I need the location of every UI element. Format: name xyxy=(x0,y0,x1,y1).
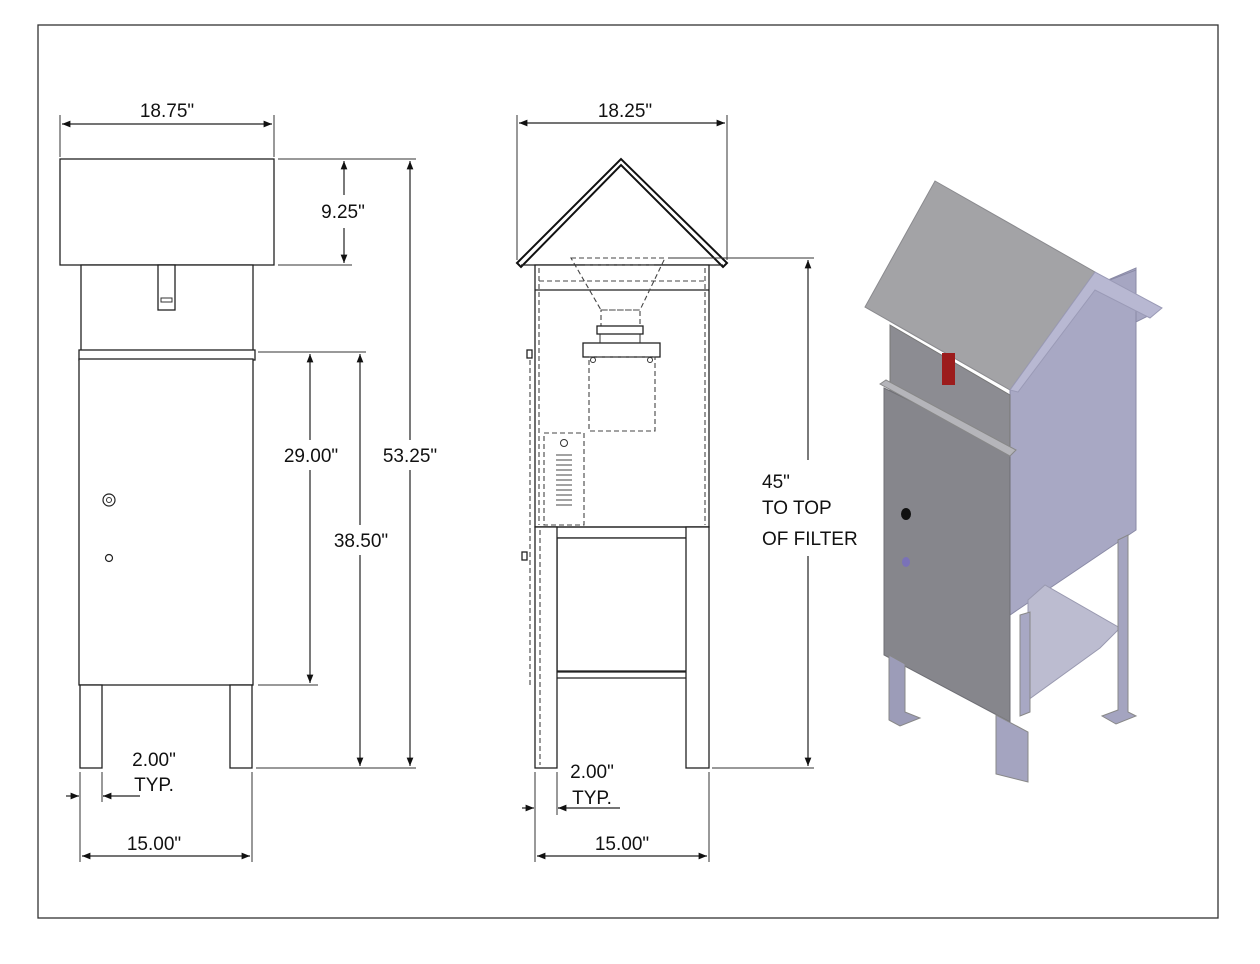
filter-height-line2: OF FILTER xyxy=(762,529,858,550)
electronics-port-icon xyxy=(560,439,568,447)
side-cabinet xyxy=(534,264,710,528)
cabinet-height-label: 38.50" xyxy=(334,531,388,552)
side-base-width-label: 15.00" xyxy=(595,834,649,855)
filter-clamp xyxy=(596,325,644,335)
iso-knob-icon xyxy=(902,557,910,567)
door-height-label: 29.00" xyxy=(284,446,338,467)
iso-shelf xyxy=(1027,584,1121,701)
iso-leg-front xyxy=(995,714,1029,783)
side-leg-left xyxy=(534,526,558,769)
lock-core-icon xyxy=(106,497,112,503)
iso-warning-label xyxy=(942,353,955,385)
front-width-label: 18.75" xyxy=(140,101,194,122)
drawing-border xyxy=(37,24,1219,919)
iso-rail xyxy=(879,379,1017,457)
front-latch xyxy=(157,264,176,311)
side-leg-typ-label: TYP. xyxy=(572,788,612,809)
vent-grille xyxy=(556,454,572,506)
side-view xyxy=(515,157,729,769)
filter-height-line1: TO TOP xyxy=(762,498,832,519)
shelf-panel xyxy=(556,537,688,672)
front-door xyxy=(78,358,254,686)
filter-height-value: 45" xyxy=(762,472,790,493)
isometric-view xyxy=(864,180,1163,783)
front-base-width-label: 15.00" xyxy=(127,834,181,855)
iso-leg-left xyxy=(888,654,922,727)
filter-funnel xyxy=(570,257,666,311)
side-roof xyxy=(515,157,729,269)
side-leg-right xyxy=(685,526,710,769)
total-height-label: 53.25" xyxy=(383,446,437,467)
lock-icon xyxy=(102,493,116,507)
side-width-label: 18.25" xyxy=(598,101,652,122)
iso-lock-icon xyxy=(901,508,911,520)
electronics-box xyxy=(543,432,585,526)
roof-height-label: 9.25" xyxy=(321,202,365,223)
side-leg-width-label: 2.00" xyxy=(570,762,614,783)
front-latch-slot xyxy=(160,297,173,303)
iso-leg-right xyxy=(1100,534,1138,725)
hinge-bottom xyxy=(521,551,528,561)
filter-holder xyxy=(582,342,661,358)
iso-leg-back xyxy=(1019,611,1031,717)
hinge-top xyxy=(526,349,533,359)
iso-roof-edge xyxy=(1009,271,1163,393)
front-dimensions: 18.75" 9.25" 53.25" 38.50" 29.00" 2.00" … xyxy=(59,101,437,862)
filter-canister xyxy=(588,356,656,432)
front-leg-right xyxy=(229,684,253,769)
front-leg-typ-label: TYP. xyxy=(134,775,174,796)
front-leg-left xyxy=(79,684,103,769)
front-roof xyxy=(59,158,275,266)
side-dimensions: 18.25" 45" TO TOP OF FILTER 2.00" TYP. 1… xyxy=(516,101,858,862)
knob-icon xyxy=(104,553,114,563)
front-leg-width-label: 2.00" xyxy=(132,750,176,771)
front-view xyxy=(59,158,275,769)
